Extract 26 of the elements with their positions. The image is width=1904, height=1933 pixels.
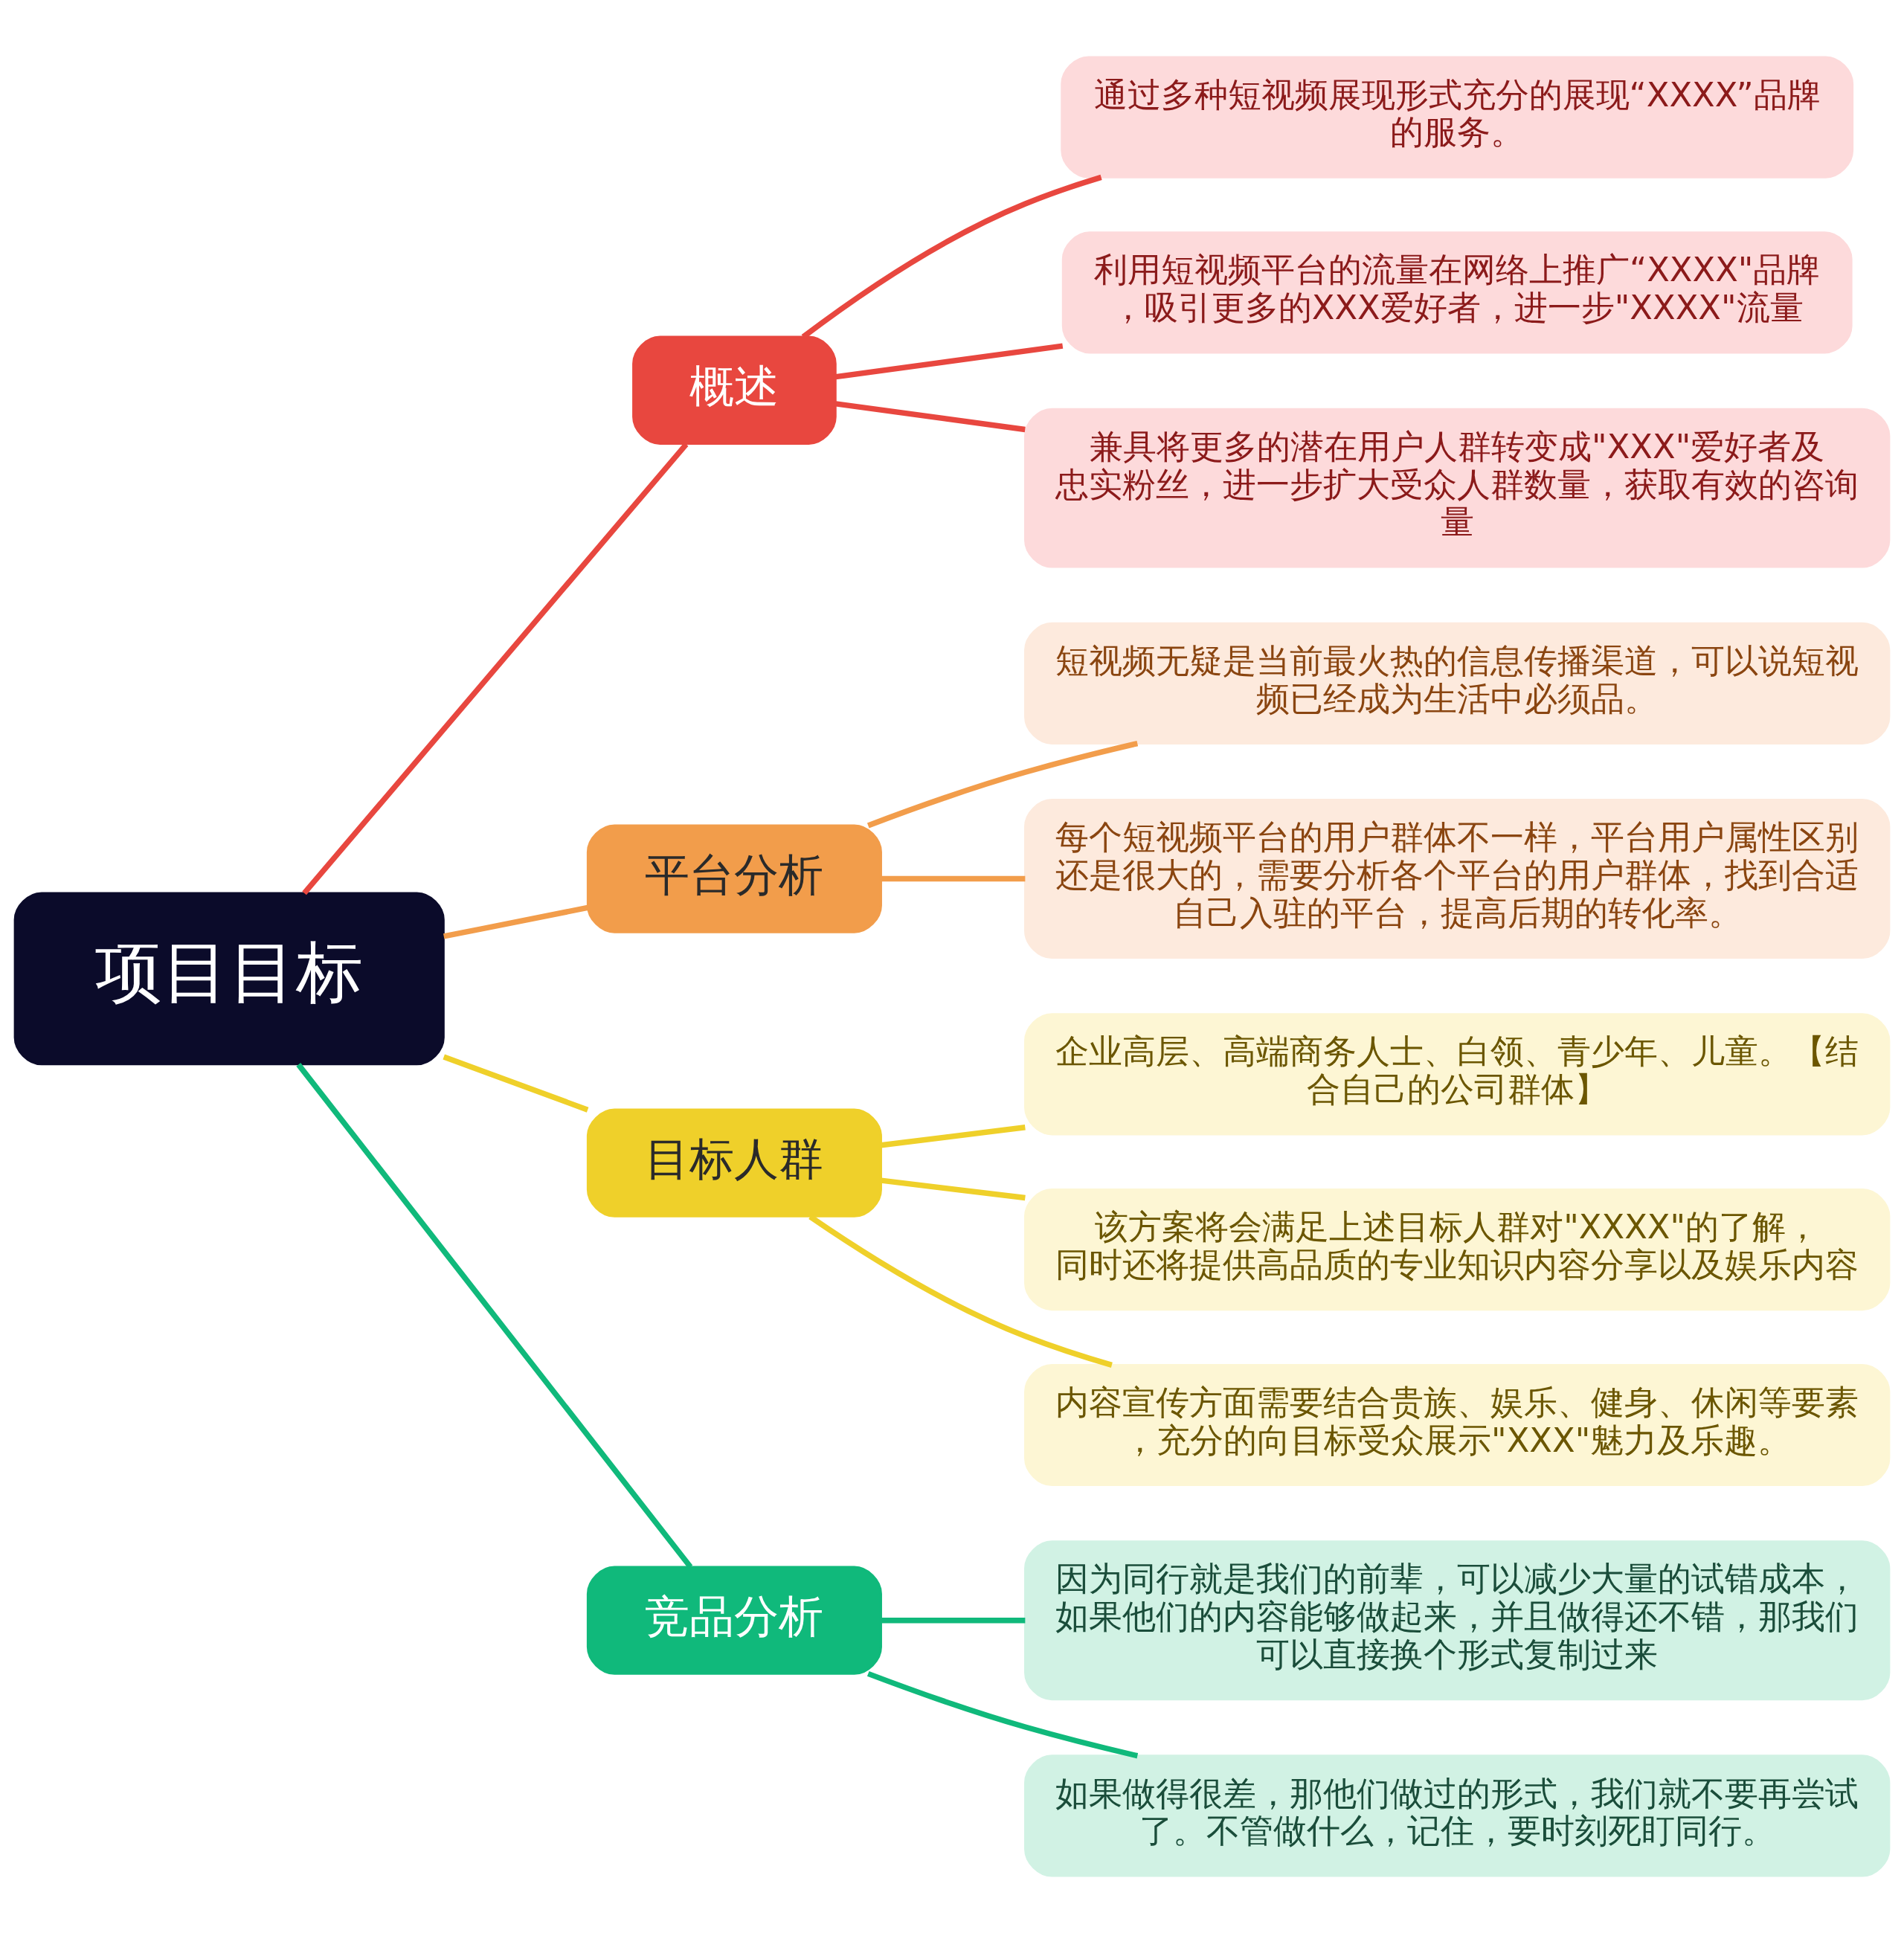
node-box: 因为同行就是我们的前辈，可以减少大量的试错成本，如果他们的内容能够做起来，并且做得还不错，那我们可以直接换个形式复制过来 <box>1024 1540 1891 1701</box>
node-box: 平台分析 <box>586 824 882 933</box>
node-box: 概述 <box>632 335 837 445</box>
node-box: 项目目标 <box>13 892 445 1066</box>
node-box: 该方案将会满足上述目标人群对"XXXX"的了解，同时还将提供高品质的专业知识内容分享以及娱乐内容 <box>1024 1189 1891 1311</box>
connector <box>881 1177 1026 1201</box>
node-box: 目标人群 <box>586 1108 882 1218</box>
node-box: 内容宣传方面需要结合贵族、娱乐、健身、休闲等要素，充分的向目标受众展示"XXX"魅力及乐趣。 <box>1024 1363 1891 1487</box>
connector <box>443 904 588 939</box>
connector <box>881 1125 1026 1148</box>
node-box: 竞品分析 <box>586 1566 882 1675</box>
node-box: 如果做得很差，那他们做过的形式，我们就不要再尝试了。不管做什么，记住，要时刻死盯同行。 <box>1024 1755 1891 1877</box>
connector <box>881 1618 1026 1624</box>
connector <box>302 443 689 895</box>
connector <box>835 401 1026 433</box>
connector <box>881 875 1026 882</box>
node-box: 通过多种短视频展现形式充分的展现“XXXX”品牌的服务。 <box>1061 56 1854 178</box>
connector <box>866 1670 1139 1759</box>
node-box: 每个短视频平台的用户群体不一样，平台用户属性区别还是很大的，需要分析各个平台的用户群体，找到合适自己入驻的平台，提高后期的转化率。 <box>1024 799 1891 959</box>
connector <box>866 740 1139 829</box>
node-box: 企业高层、高端商务人士、白领、青少年、儿童。【结合自己的公司群体】 <box>1024 1013 1891 1136</box>
node-box: 兼具将更多的潜在用户人群转变成"XXX"爱好者及忠实粉丝，进一步扩大受众人群数量，获取有效的咨询量 <box>1024 408 1891 568</box>
node-box: 短视频无疑是当前最火热的信息传播渠道，可以说短视频已经成为生活中必须品。 <box>1024 622 1891 744</box>
connector <box>835 343 1064 380</box>
node-box: 利用短视频平台的流量在网络上推广“XXXX"品牌，吸引更多的XXX爱好者，进一步"XXXX"流量 <box>1061 231 1853 354</box>
connector <box>443 1054 589 1113</box>
